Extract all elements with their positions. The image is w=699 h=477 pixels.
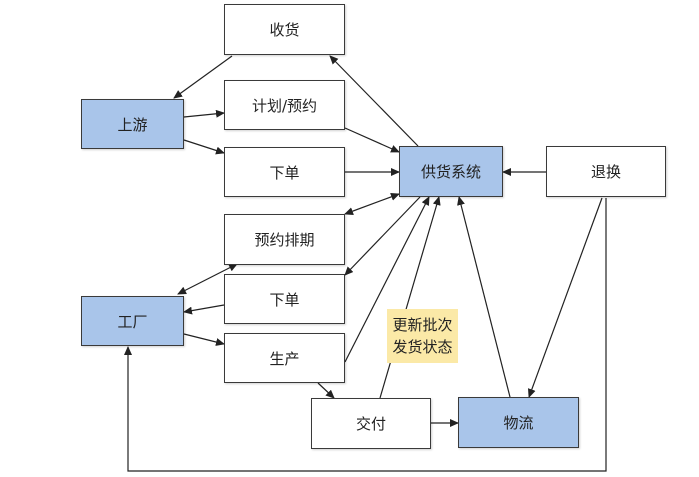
edge-jihua-gonghuo — [344, 127, 400, 153]
node-gongchang: 工厂 — [81, 296, 184, 346]
node-shengchan: 生产 — [224, 333, 345, 383]
note-update-status: 更新批次 发货状态 — [387, 309, 458, 363]
edge-shouhuo-shangyou — [173, 55, 233, 99]
edge-tuihuan-gongchang — [124, 198, 607, 472]
node-wuliu: 物流 — [458, 397, 579, 448]
edge-yuyue-gonghuo — [344, 193, 400, 215]
node-gonghuo-system: 供货系统 — [399, 146, 503, 197]
edge-gongchang-shengchan — [183, 333, 225, 346]
edge-gonghuo-xiadan — [344, 196, 421, 276]
edge-gonghuo-shouhuo — [329, 55, 419, 147]
edge-tuihuan-wuliu — [527, 197, 603, 398]
node-yuyue-paiqi: 预约排期 — [224, 214, 345, 265]
edge-shangyou-jihua — [183, 109, 225, 118]
edge-shengchan-jiaofu — [317, 382, 335, 399]
node-tuihuan: 退换 — [546, 146, 666, 197]
edge-shangyou-xiadan — [183, 139, 225, 155]
node-xiadan-bottom: 下单 — [224, 274, 345, 324]
note-line-1: 更新批次 — [392, 316, 453, 334]
edge-jiaofu-gonghuo — [379, 196, 441, 399]
node-jiaofu: 交付 — [311, 398, 431, 449]
node-shouhuo: 收货 — [224, 4, 345, 55]
edge-shengchan-gonghuo — [344, 196, 430, 363]
node-jihua-yuyue: 计划/预约 — [224, 80, 345, 130]
note-line-2: 发货状态 — [392, 338, 453, 356]
edge-wuliu-gonghuo — [457, 196, 511, 398]
node-shangyou: 上游 — [81, 99, 184, 149]
edge-yuyue-gongchang — [177, 263, 238, 295]
edge-xiadan-gongchang — [183, 304, 225, 315]
node-xiadan-top: 下单 — [224, 147, 345, 197]
